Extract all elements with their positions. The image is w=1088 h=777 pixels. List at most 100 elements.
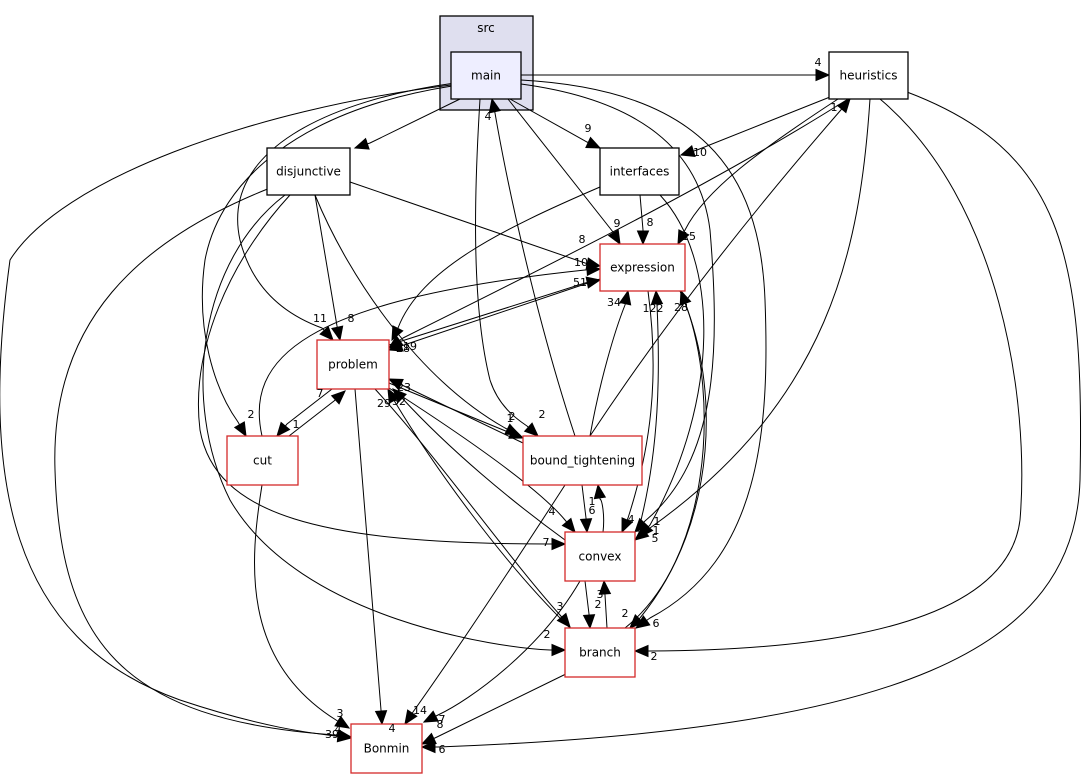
edge-label-interfaces-to-problem: 5 bbox=[393, 326, 400, 339]
edge-arrowhead-branch-to-problem bbox=[387, 387, 400, 404]
edge-label-problem-to-Bonmin: 4 bbox=[389, 722, 396, 735]
node-main[interactable]: main bbox=[450, 51, 522, 100]
node-heuristics-label: heuristics bbox=[839, 69, 897, 83]
edge-label-disjunctive-to-branch: 2 bbox=[544, 628, 551, 641]
edge-label-main-to-convex: 1 bbox=[654, 515, 661, 528]
node-problem-box[interactable] bbox=[316, 339, 390, 390]
edge-label-main-to-interfaces: 9 bbox=[585, 122, 592, 135]
edge-disjunctive-to-Bonmin bbox=[54, 187, 352, 738]
node-disjunctive-box[interactable] bbox=[266, 147, 351, 196]
edge-arrowhead-problem-to-cut bbox=[276, 421, 291, 437]
node-bound_tightening-box[interactable] bbox=[522, 435, 643, 486]
edge-label-problem-to-expression: 51 bbox=[573, 276, 587, 289]
edge-label-bound_tightening-to-heuristics: 1 bbox=[831, 101, 838, 114]
edge-arrowhead-main-to-bound_tightening bbox=[523, 422, 539, 437]
node-Bonmin-box[interactable] bbox=[350, 723, 423, 774]
edge-label-interfaces-to-expression: 8 bbox=[647, 216, 654, 229]
edge-heuristics-to-expression bbox=[677, 98, 839, 245]
node-disjunctive[interactable]: disjunctive bbox=[266, 147, 351, 196]
edge-arrowhead-disjunctive-to-problem bbox=[331, 325, 344, 342]
edge-label-disjunctive-to-bound_tightening: 1 bbox=[507, 412, 514, 425]
edge-label-disjunctive-to-convex: 7 bbox=[543, 536, 550, 549]
edge-arrowhead-branch-to-convex bbox=[598, 579, 612, 595]
edge-arrowhead-expression-to-problem bbox=[387, 339, 404, 352]
edge-label-problem-to-branch: 3 bbox=[557, 600, 564, 613]
edge-label-bound_tightening-to-main: 4 bbox=[485, 110, 492, 123]
edge-label-main-to-branch: 6 bbox=[653, 617, 660, 630]
node-expression-box[interactable] bbox=[599, 243, 686, 292]
edge-arrowhead-convex-to-branch bbox=[582, 614, 596, 630]
edge-heuristics-to-branch bbox=[635, 98, 1023, 652]
node-problem-label: problem bbox=[328, 358, 378, 372]
edge-bound_tightening-to-main bbox=[491, 98, 576, 437]
node-convex-box[interactable] bbox=[564, 531, 636, 582]
edge-label-main-to-heuristics: 4 bbox=[815, 56, 822, 69]
edge-label-branch-to-expression: 28 bbox=[674, 301, 688, 314]
edge-label-heuristics-to-interfaces: 10 bbox=[693, 146, 707, 159]
node-Bonmin[interactable]: Bonmin bbox=[350, 723, 423, 774]
node-bound_tightening-label: bound_tightening bbox=[530, 454, 635, 468]
edge-label-problem-to-cut: 1 bbox=[293, 418, 300, 431]
edge-label-cut-to-expression: 10 bbox=[574, 256, 588, 269]
edge-label-interfaces-to-convex: 1 bbox=[653, 524, 660, 537]
edge-arrowhead-problem-to-expression bbox=[585, 276, 602, 289]
node-main-box[interactable] bbox=[450, 51, 522, 100]
node-expression[interactable]: expression bbox=[599, 243, 686, 292]
edge-label-convex-to-expression: 122 bbox=[643, 302, 664, 315]
edge-label-convex-to-bound_tightening: 1 bbox=[589, 495, 596, 508]
node-convex[interactable]: convex bbox=[564, 531, 636, 582]
edge-label-cut-to-problem: 7 bbox=[317, 387, 324, 400]
node-problem[interactable]: problem bbox=[316, 339, 390, 390]
edge-arrowhead-convex-to-bound_tightening bbox=[593, 483, 607, 500]
edge-label-problem-to-convex: 4 bbox=[549, 505, 556, 518]
node-branch-box[interactable] bbox=[564, 627, 636, 678]
edge-label-heuristics-to-convex: 5 bbox=[652, 532, 659, 545]
node-interfaces-label: interfaces bbox=[610, 165, 670, 179]
edge-label-expression-to-problem: 19 bbox=[403, 340, 417, 353]
edge-arrowhead-disjunctive-to-Bonmin bbox=[336, 729, 353, 742]
node-disjunctive-label: disjunctive bbox=[276, 165, 341, 179]
edge-arrowhead-interfaces-to-problem bbox=[391, 325, 404, 342]
edge-branch-to-expression bbox=[624, 290, 705, 629]
edge-arrowhead-main-to-expression bbox=[607, 229, 621, 246]
edge-branch-to-problem bbox=[387, 388, 571, 629]
node-heuristics[interactable]: heuristics bbox=[828, 51, 909, 100]
edge-label-heuristics-to-branch: 2 bbox=[651, 650, 658, 663]
edge-label-bound_tightening-to-Bonmin: 14 bbox=[413, 704, 427, 717]
node-interfaces[interactable]: interfaces bbox=[599, 147, 680, 196]
edge-label-branch-to-convex: 3 bbox=[597, 588, 604, 601]
edge-label-expression-to-convex: 4 bbox=[628, 513, 635, 526]
edge-label-expression-to-branch: 2 bbox=[622, 607, 629, 620]
edge-bound_tightening-to-expression bbox=[589, 290, 629, 437]
edge-disjunctive-to-convex bbox=[197, 194, 565, 545]
edge-problem-to-convex bbox=[388, 387, 576, 533]
node-interfaces-box[interactable] bbox=[599, 147, 680, 196]
node-branch-label: branch bbox=[579, 646, 621, 660]
edge-expression-to-convex bbox=[621, 290, 654, 533]
node-cut[interactable]: cut bbox=[226, 435, 299, 486]
edge-arrowhead-problem-to-bound_tightening bbox=[508, 427, 525, 439]
node-cut-box[interactable] bbox=[226, 435, 299, 486]
node-branch[interactable]: branch bbox=[564, 627, 636, 678]
edge-label-convex-to-problem: 32 bbox=[392, 395, 406, 408]
node-heuristics-box[interactable] bbox=[828, 51, 909, 100]
edge-disjunctive-to-bound_tightening bbox=[314, 194, 520, 436]
edge-label-main-to-expression: 9 bbox=[614, 217, 621, 230]
edge-label-convex-to-branch: 2 bbox=[595, 598, 602, 611]
edge-arrowhead-disjunctive-to-convex bbox=[551, 537, 567, 551]
edge-convex-to-Bonmin bbox=[423, 580, 581, 723]
edge-arrowhead-cut-to-Bonmin bbox=[334, 715, 351, 729]
edge-label-heuristics-to-Bonmin: 6 bbox=[439, 743, 446, 756]
edge-label-bound_tightening-to-expression: 34 bbox=[607, 296, 621, 309]
edge-arrowhead-bound_tightening-to-problem bbox=[387, 378, 404, 391]
edge-arrowhead-bound_tightening-to-expression bbox=[619, 289, 632, 306]
edge-label-main-to-Bonmin: 39 bbox=[325, 728, 339, 741]
edge-label-disjunctive-to-expression: 8 bbox=[579, 233, 586, 246]
node-Bonmin-label: Bonmin bbox=[364, 742, 410, 756]
edge-main-to-disjunctive bbox=[354, 98, 461, 149]
edge-main-to-Bonmin bbox=[0, 84, 452, 739]
edge-arrowhead-main-to-cut bbox=[233, 421, 247, 438]
edge-label-heuristics-to-expression: 15 bbox=[682, 230, 696, 243]
node-bound_tightening[interactable]: bound_tightening bbox=[522, 435, 643, 486]
